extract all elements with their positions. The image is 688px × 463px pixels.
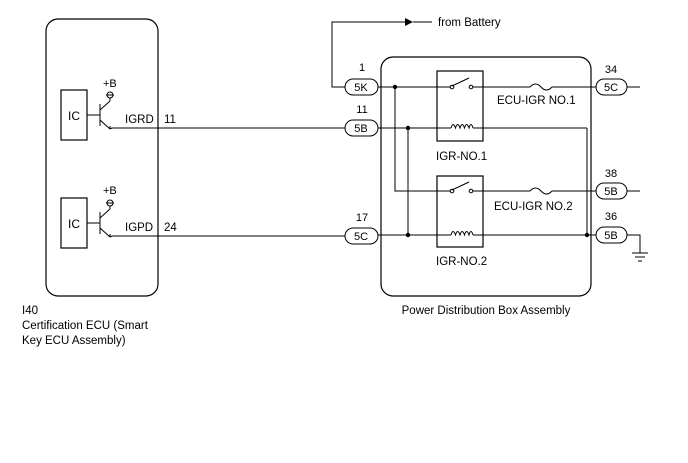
svg-text:11: 11 [356, 104, 367, 116]
pin-igpd-name: IGPD [125, 222, 153, 234]
plus-b-label-top: +B [103, 78, 117, 90]
fuse-icon [529, 83, 553, 91]
relay-igr-no2 [436, 175, 484, 248]
battery-arrow-icon [405, 18, 413, 26]
svg-text:5C: 5C [604, 82, 618, 94]
fuse-icon [529, 187, 553, 195]
relay2-label: IGR-NO.2 [436, 256, 487, 268]
coil-icon [450, 124, 474, 130]
junction-dot [405, 232, 411, 238]
transistor-top [99, 98, 111, 130]
svg-text:5C: 5C [354, 231, 368, 243]
supply-terminal-bottom [106, 199, 114, 207]
ecu-code: I40 [22, 305, 38, 317]
junction-dot [405, 125, 411, 131]
ecu-name-line1: Certification ECU (Smart [22, 320, 149, 332]
connector-5b-left: 11 5B [344, 104, 379, 137]
svg-text:17: 17 [356, 212, 368, 224]
wire-igpd [109, 235, 345, 238]
supply-terminal-top [106, 91, 114, 99]
relay-igr-no1 [436, 70, 484, 142]
ic-label-bottom: IC [68, 217, 80, 231]
pin-igrd-name: IGRD [125, 114, 154, 126]
fuse2-label: ECU-IGR NO.2 [494, 201, 573, 213]
svg-text:5B: 5B [354, 123, 367, 135]
junction-dot [392, 84, 398, 90]
svg-text:5K: 5K [354, 82, 368, 94]
connector-5k: 1 5K [344, 62, 379, 96]
junction-dot [584, 232, 590, 238]
ecu-outline [45, 18, 159, 297]
wire-ground [627, 234, 641, 253]
connector-5c-right: 34 5C [595, 64, 628, 96]
from-battery-label: from Battery [438, 17, 501, 29]
connector-5b-right-top: 38 5B [595, 168, 628, 200]
pdb-name: Power Distribution Box Assembly [402, 305, 571, 317]
svg-text:5B: 5B [604, 230, 617, 242]
svg-text:34: 34 [605, 64, 617, 76]
ic-label-top: IC [68, 109, 80, 123]
coil-icon [450, 231, 474, 237]
svg-text:5B: 5B [604, 186, 617, 198]
connector-5c-left: 17 5C [344, 212, 379, 245]
svg-text:1: 1 [359, 62, 365, 74]
pdb-internal-wiring [378, 86, 596, 236]
ecu-name-line2: Key ECU Assembly) [22, 335, 126, 347]
relay1-label: IGR-NO.1 [436, 151, 487, 163]
wire-from-battery [331, 21, 410, 88]
pdb-outline [380, 56, 592, 297]
wire-igrd [109, 127, 345, 130]
svg-text:38: 38 [605, 168, 617, 180]
connector-5b-right-bottom: 36 5B [595, 211, 628, 244]
plus-b-label-bottom: +B [103, 185, 117, 197]
pin-igrd-number: 11 [164, 114, 176, 126]
ground-icon [632, 252, 648, 262]
transistor-bottom [99, 206, 111, 238]
svg-text:36: 36 [605, 211, 617, 223]
fuse1-label: ECU-IGR NO.1 [497, 95, 576, 107]
pin-igpd-number: 24 [164, 222, 177, 234]
